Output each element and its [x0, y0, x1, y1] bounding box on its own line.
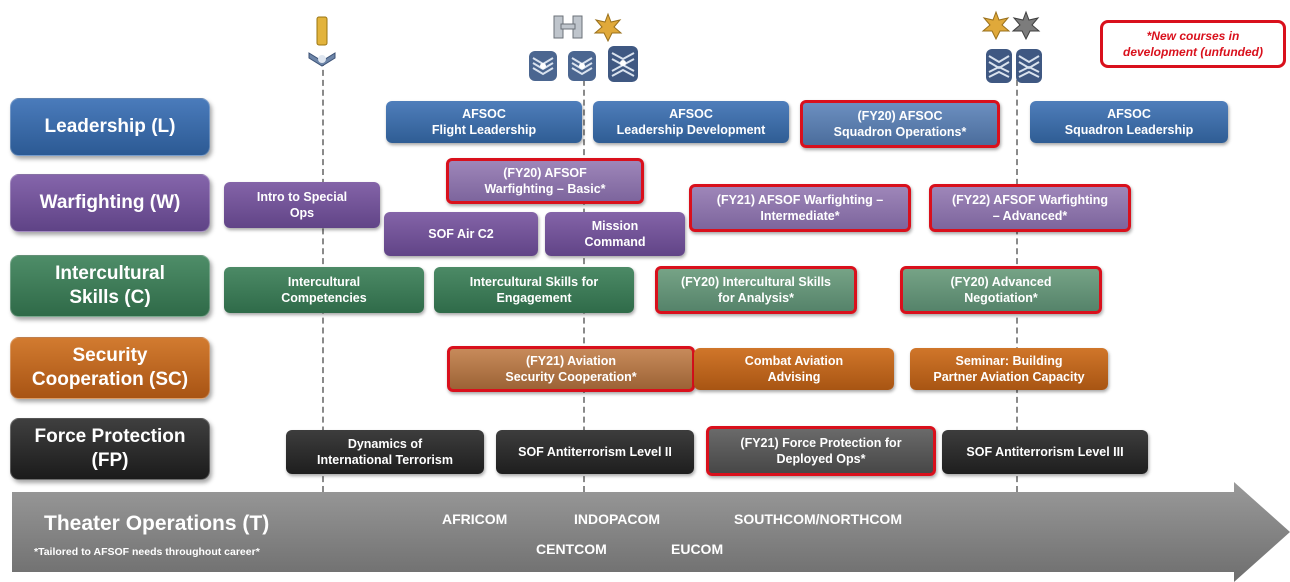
command-southcom-northcom: SOUTHCOM/NORTHCOM	[734, 511, 902, 527]
course-afsof-warfighting-advanced: (FY22) AFSOF Warfighting – Advanced*	[929, 184, 1131, 232]
second-lieutenant-bar-insignia	[316, 16, 328, 46]
category-intercultural-skills: Intercultural Skills (C)	[10, 255, 210, 317]
course-advanced-negotiation: (FY20) Advanced Negotiation*	[900, 266, 1102, 314]
course-building-partner-aviation-capacity: Seminar: Building Partner Aviation Capac…	[910, 348, 1108, 390]
course-intro-to-special-ops: Intro to Special Ops	[224, 182, 380, 228]
course-intercultural-competencies: Intercultural Competencies	[224, 267, 424, 313]
command-africom: AFRICOM	[442, 511, 508, 527]
theater-operations-subtitle: *Tailored to AFSOF needs throughout care…	[34, 546, 260, 558]
course-sof-antiterrorism-level-ii: SOF Antiterrorism Level II	[496, 430, 694, 474]
course-dynamics-of-international-terrorism: Dynamics of International Terrorism	[286, 430, 484, 474]
course-afsoc-squadron-leadership: AFSOC Squadron Leadership	[1030, 101, 1228, 143]
theater-operations-arrow	[12, 482, 1290, 582]
course-intercultural-skills-analysis: (FY20) Intercultural Skills for Analysis…	[655, 266, 857, 314]
technical-sergeant-chevron-insignia	[568, 51, 596, 81]
category-force-protection: Force Protection (FP)	[10, 418, 210, 480]
master-sergeant-chevron-insignia	[608, 46, 638, 82]
command-eucom: EUCOM	[671, 541, 724, 557]
course-intercultural-skills-engagement: Intercultural Skills for Engagement	[434, 267, 634, 313]
course-sof-air-c2: SOF Air C2	[384, 212, 538, 256]
oak-leaf-silver-icon	[1011, 10, 1041, 40]
chief-master-sergeant-chevron-insignia	[1016, 49, 1042, 83]
course-force-protection-deployed-ops: (FY21) Force Protection for Deployed Ops…	[706, 426, 936, 476]
major-oak-leaf-insignia	[593, 12, 623, 42]
course-combat-aviation-advising: Combat Aviation Advising	[694, 348, 894, 390]
senior-master-sergeant-chevron-insignia	[986, 49, 1012, 83]
course-afsof-warfighting-intermediate: (FY21) AFSOF Warfighting – Intermediate*	[689, 184, 911, 232]
course-aviation-security-cooperation: (FY21) Aviation Security Cooperation*	[447, 346, 695, 392]
course-afsoc-squadron-operations: (FY20) AFSOC Squadron Operations*	[800, 100, 1000, 148]
course-afsoc-flight-leadership: AFSOC Flight Leadership	[386, 101, 582, 143]
command-centcom: CENTCOM	[536, 541, 607, 557]
course-afsof-warfighting-basic: (FY20) AFSOF Warfighting – Basic*	[446, 158, 644, 204]
airman-chevron-insignia	[308, 52, 336, 67]
course-afsoc-leadership-development: AFSOC Leadership Development	[593, 101, 789, 143]
course-sof-antiterrorism-level-iii: SOF Antiterrorism Level III	[942, 430, 1148, 474]
category-security-cooperation: Security Cooperation (SC)	[10, 337, 210, 399]
lieutenant-colonel-oak-leaf-insignia	[981, 10, 1011, 40]
captain-bars-insignia	[553, 15, 583, 39]
new-courses-note: *New courses in development (unfunded)	[1100, 20, 1286, 68]
category-warfighting: Warfighting (W)	[10, 174, 210, 232]
course-mission-command: Mission Command	[545, 212, 685, 256]
staff-sergeant-chevron-insignia	[529, 51, 557, 81]
command-indopacom: INDOPACOM	[574, 511, 661, 527]
theater-operations-title: Theater Operations (T)	[44, 512, 270, 535]
category-leadership: Leadership (L)	[10, 98, 210, 156]
